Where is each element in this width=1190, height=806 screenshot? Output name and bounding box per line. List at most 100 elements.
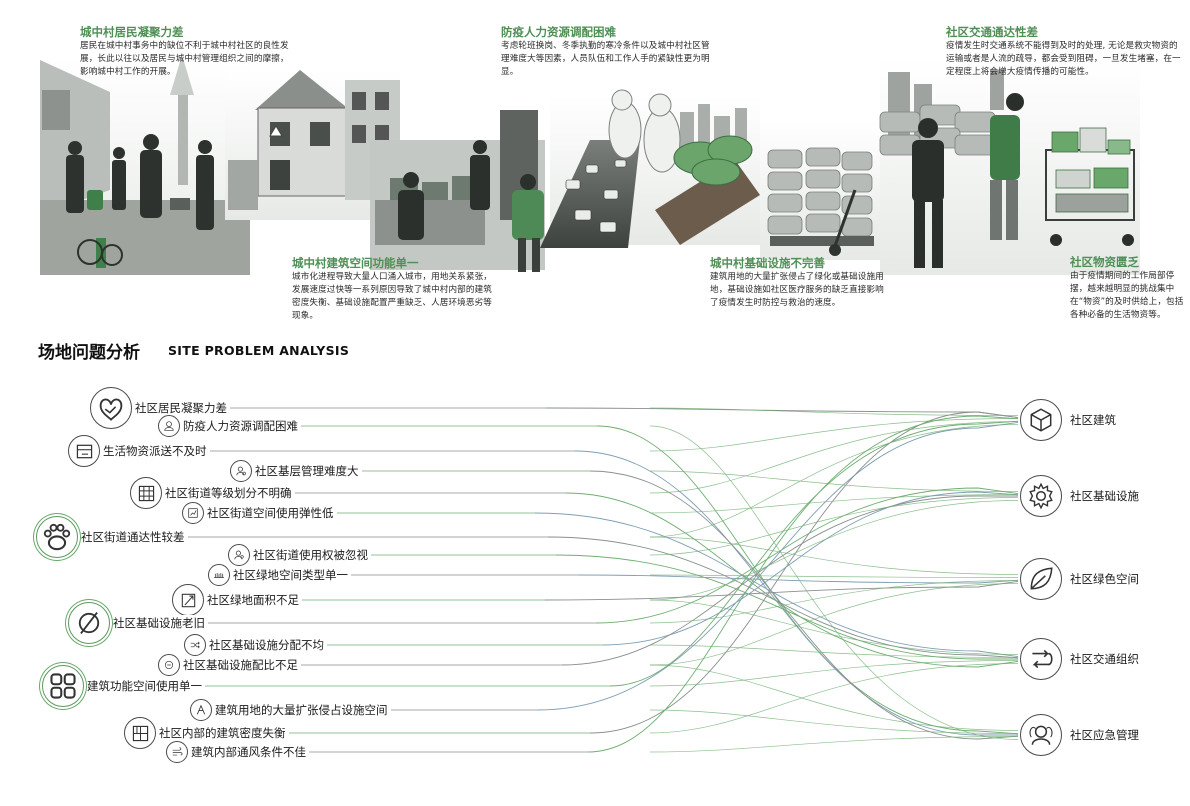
problem-item: 社区基础设施老旧 xyxy=(68,602,208,644)
category-icon-ring xyxy=(1020,558,1062,600)
problem-label: 社区居民凝聚力差 xyxy=(135,400,230,416)
flow-connections xyxy=(86,407,1019,753)
annotation-title: 社区物资匮乏 xyxy=(1070,255,1139,269)
annotation-title: 城中村建筑空间功能单一 xyxy=(292,256,419,270)
wind-icon xyxy=(172,747,183,756)
connection-line xyxy=(595,487,1019,624)
annotation-traffic: 社区交通通达性差 疫情发生时交通系统不能得到及时的处理, 无论是救灾物资的运输或… xyxy=(946,24,1186,79)
connection-line xyxy=(544,580,1019,601)
problem-icon-ring xyxy=(228,544,250,566)
connection-line xyxy=(545,407,1019,419)
problem-icon-ring xyxy=(166,741,188,763)
connection-line xyxy=(649,664,1019,731)
annotation-title: 城中村基础设施不完善 xyxy=(710,256,825,270)
photo-collage: 城中村居民凝聚力差 居民在城中村事务中的缺位不利于城中村社区的良性发展，长此以往… xyxy=(0,0,1190,336)
connection-line xyxy=(649,599,1019,655)
connection-line xyxy=(547,536,1019,659)
connection-line xyxy=(555,554,1018,660)
problem-item: 建筑用地的大量扩张侵占设施空间 xyxy=(190,699,391,721)
scene-residents-street xyxy=(40,55,250,275)
annotation-body: 由于疫情期间的工作局部停摆，越来越明显的挑战集中在“物资”的及时供给上，包括各种… xyxy=(1070,271,1184,320)
connection-line xyxy=(649,421,1019,494)
connection-line xyxy=(649,709,1019,734)
route-arrows-icon xyxy=(1032,649,1053,669)
scene-market-workers xyxy=(370,110,545,272)
problem-icon-ring xyxy=(42,665,84,707)
annotation-building-function: 城中村建筑空间功能单一 城市化进程导致大量人口涌入城市，用地关系紧张，发展速度过… xyxy=(292,255,500,323)
problem-label: 社区街道等级划分不明确 xyxy=(165,485,295,501)
category-label: 社区交通组织 xyxy=(1070,652,1139,666)
annotation-supplies: 社区物资匮乏 由于疫情期间的工作局部停摆，越来越明显的挑战集中在“物资”的及时供… xyxy=(1070,254,1186,322)
category-icon-ring xyxy=(1020,475,1062,517)
problem-label: 建筑内部通风条件不佳 xyxy=(191,744,309,760)
connection-line xyxy=(649,644,1019,658)
minus-circle-icon xyxy=(164,660,174,670)
connection-line xyxy=(534,512,1019,658)
problem-label: 社区基础设施老旧 xyxy=(113,615,208,631)
problem-item: 社区内部的建筑密度失衡 xyxy=(124,717,289,749)
problem-icon-ring xyxy=(230,460,252,482)
connection-line xyxy=(587,415,1019,753)
category-item: 社区基础设施 xyxy=(1020,475,1139,517)
delivery-box-icon xyxy=(76,444,92,458)
problem-label: 建筑功能空间使用单一 xyxy=(87,678,205,694)
connection-line xyxy=(649,660,1019,687)
lawn-icon xyxy=(214,573,224,578)
scene-delivery-cart xyxy=(879,60,1140,275)
annotation-body: 居民在城中村事务中的缺位不利于城中村社区的良性发展，长此以往以及居民与城中村管理… xyxy=(80,41,289,77)
problem-item: 社区居民凝聚力差 xyxy=(90,387,230,429)
problem-item: 社区街道空间使用弹性低 xyxy=(182,502,337,524)
category-item: 社区应急管理 xyxy=(1020,714,1139,756)
layout-icon xyxy=(132,725,148,741)
problem-icon-ring xyxy=(68,602,110,644)
problem-label: 建筑用地的大量扩张侵占设施空间 xyxy=(215,702,391,718)
category-item: 社区绿色空间 xyxy=(1020,558,1139,600)
problem-label: 社区街道通达性较差 xyxy=(81,529,188,545)
connection-line xyxy=(589,470,1019,740)
connection-line xyxy=(649,470,1019,492)
problem-icon-ring xyxy=(124,717,156,749)
connection-line xyxy=(536,421,1019,711)
connection-line xyxy=(649,663,1019,734)
category-label: 社区建筑 xyxy=(1070,413,1116,427)
problem-item: 建筑功能空间使用单一 xyxy=(42,665,205,707)
problem-item: 社区街道等级划分不明确 xyxy=(130,477,295,509)
leaf-icon xyxy=(1030,567,1053,590)
category-label: 社区基础设施 xyxy=(1070,489,1139,503)
connection-line xyxy=(649,407,1019,416)
problem-icon-ring xyxy=(182,502,204,524)
problem-label: 社区街道空间使用弹性低 xyxy=(207,505,337,521)
annotation-infrastructure: 城中村基础设施不完善 建筑用地的大量扩张侵占了绿化或基础设施用地，基础设施如社区… xyxy=(710,255,888,310)
connection-line xyxy=(589,411,1019,734)
category-item: 社区建筑 xyxy=(1020,399,1116,441)
problem-item: 社区街道使用权被忽视 xyxy=(228,544,371,566)
connection-line xyxy=(577,574,1019,584)
problem-icon-ring xyxy=(36,516,78,558)
problem-item: 社区绿地空间类型单一 xyxy=(208,564,351,586)
annotation-title: 城中村居民凝聚力差 xyxy=(80,25,184,39)
building-icon xyxy=(196,704,206,715)
manager-gear-icon xyxy=(236,466,246,476)
problem-item: 防疫人力资源调配困难 xyxy=(158,415,301,437)
problem-label: 社区绿地空间类型单一 xyxy=(233,567,351,583)
connection-line xyxy=(649,736,1019,753)
connection-line xyxy=(649,583,1019,666)
people-icon xyxy=(1029,725,1053,745)
grid-icon xyxy=(138,485,154,501)
annotation-body: 考虑轮班换岗、冬季执勤的寒冷条件以及城中村社区管理难度大等因素，人员队伍和工作人… xyxy=(501,41,710,77)
connection-line xyxy=(649,425,1019,740)
connection-line xyxy=(649,497,1019,556)
problem-icon-ring xyxy=(208,564,230,586)
connection-line xyxy=(561,495,1018,666)
empty-set-icon xyxy=(78,612,100,634)
collage-scenes xyxy=(40,55,1140,275)
gear-icon xyxy=(1029,482,1053,510)
problem-label: 社区基层管理难度大 xyxy=(255,463,362,479)
connection-line xyxy=(649,424,1019,538)
section-subtitle: SITE PROBLEM ANALYSIS xyxy=(168,343,350,358)
category-icon-ring xyxy=(1020,714,1062,756)
problem-item: 建筑内部通风条件不佳 xyxy=(166,741,309,763)
category-icon-ring xyxy=(1020,638,1062,680)
four-squares-icon xyxy=(50,673,76,699)
cube-icon xyxy=(1030,408,1052,432)
